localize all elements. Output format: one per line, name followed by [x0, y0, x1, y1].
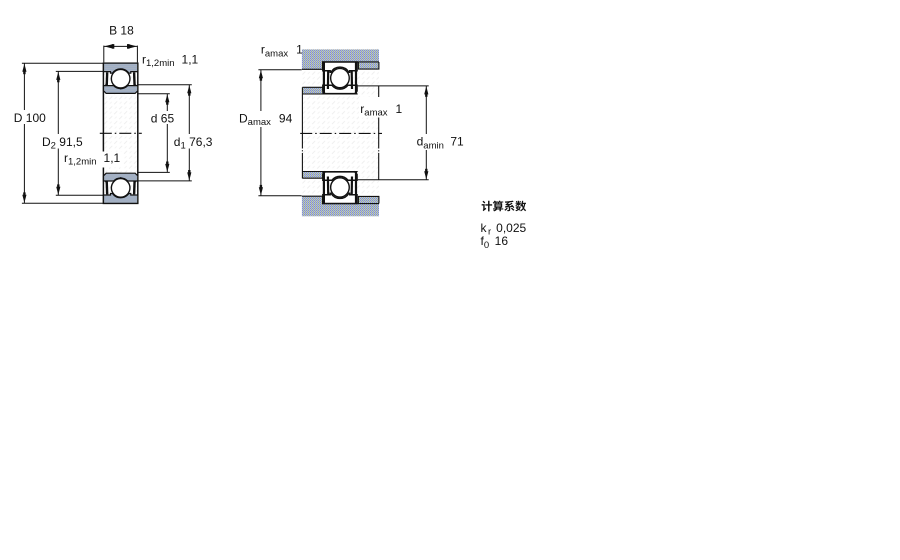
- svg-text:d 65: d 65: [151, 112, 175, 126]
- svg-text:D 100: D 100: [14, 111, 46, 125]
- svg-text:B 18: B 18: [109, 23, 134, 37]
